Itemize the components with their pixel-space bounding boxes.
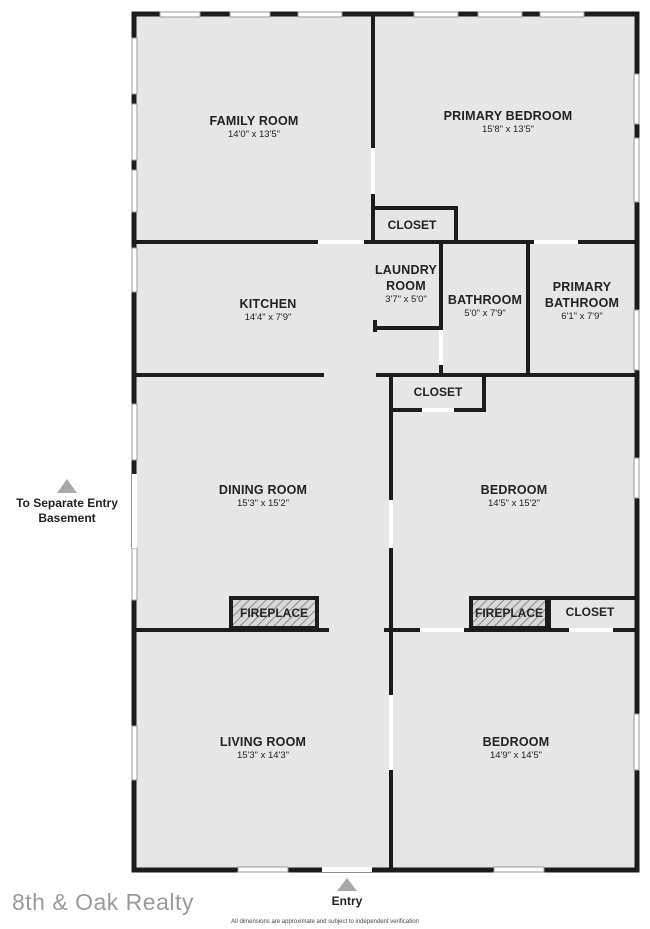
room-dimensions: 5'0" x 7'9" <box>464 308 506 319</box>
interior-walls <box>132 12 639 872</box>
room-name: BEDROOM <box>480 483 548 497</box>
disclaimer-text: All dimensions are approximate and subje… <box>231 919 419 925</box>
room-family: FAMILY ROOM 14'0" x 13'5" <box>209 113 298 141</box>
basement-arrow-icon <box>57 479 77 493</box>
room-name: PRIMARY BEDROOM <box>443 109 573 123</box>
room-dining: DINING ROOM 15'3" x 15'2" <box>219 482 307 510</box>
room-name: BATHROOM <box>447 293 523 307</box>
room-name: FAMILY ROOM <box>209 114 299 128</box>
closet-label-top: CLOSET <box>387 218 437 232</box>
room-kitchen: KITCHEN 14'4" x 7'9" <box>240 296 297 324</box>
room-bathroom: BATHROOM 5'0" x 7'9" <box>448 292 522 320</box>
room-name: DINING ROOM <box>218 483 308 497</box>
entry-arrow-icon <box>337 878 357 891</box>
room-bedroom-1: BEDROOM 14'5" x 15'2" <box>481 482 548 510</box>
room-name-line2: BATHROOM <box>544 296 620 310</box>
closet-label-right: CLOSET <box>565 605 615 619</box>
room-name-line1: PRIMARY <box>552 280 612 294</box>
room-dimensions: 15'3" x 14'3" <box>236 750 290 761</box>
room-name: LIVING ROOM <box>219 735 307 749</box>
room-dimensions: 14'9" x 14'5" <box>489 750 543 761</box>
room-name-line2: ROOM <box>386 279 426 293</box>
basement-entry-note: To Separate Entry Basement <box>16 496 118 526</box>
fireplace-label-dining: FIREPLACE <box>239 606 309 620</box>
room-name-line1: LAUNDRY <box>374 263 438 277</box>
room-dimensions: 3'7" x 5'0" <box>385 294 427 305</box>
room-name: BEDROOM <box>482 735 550 749</box>
room-primary-bathroom: PRIMARY BATHROOM 6'1" x 7'9" <box>545 279 619 323</box>
room-living: LIVING ROOM 15'3" x 14'3" <box>220 734 306 762</box>
room-dimensions: 14'4" x 7'9" <box>244 312 292 323</box>
entry-label: Entry <box>331 894 363 908</box>
floor-area <box>134 14 637 870</box>
closet-label-middle: CLOSET <box>413 385 463 399</box>
room-dimensions: 14'5" x 15'2" <box>487 498 541 509</box>
brand-watermark: 8th & Oak Realty <box>12 889 194 915</box>
basement-note-line1: To Separate Entry <box>16 496 118 510</box>
door-openings <box>132 148 613 872</box>
room-laundry: LAUNDRY ROOM 3'7" x 5'0" <box>375 262 437 306</box>
fireplace-bedroom <box>469 596 549 630</box>
room-dimensions: 6'1" x 7'9" <box>561 311 603 322</box>
room-dimensions: 14'0" x 13'5" <box>227 129 281 140</box>
fireplace-label-bedroom: FIREPLACE <box>474 606 544 620</box>
room-name: KITCHEN <box>239 297 297 311</box>
basement-note-line2: Basement <box>38 511 96 525</box>
room-dimensions: 15'3" x 15'2" <box>236 498 290 509</box>
fireplace-dining <box>229 596 319 630</box>
room-primary-bedroom: PRIMARY BEDROOM 15'8" x 13'5" <box>444 108 573 136</box>
room-bedroom-2: BEDROOM 14'9" x 14'5" <box>483 734 550 762</box>
room-dimensions: 15'8" x 13'5" <box>481 124 535 135</box>
